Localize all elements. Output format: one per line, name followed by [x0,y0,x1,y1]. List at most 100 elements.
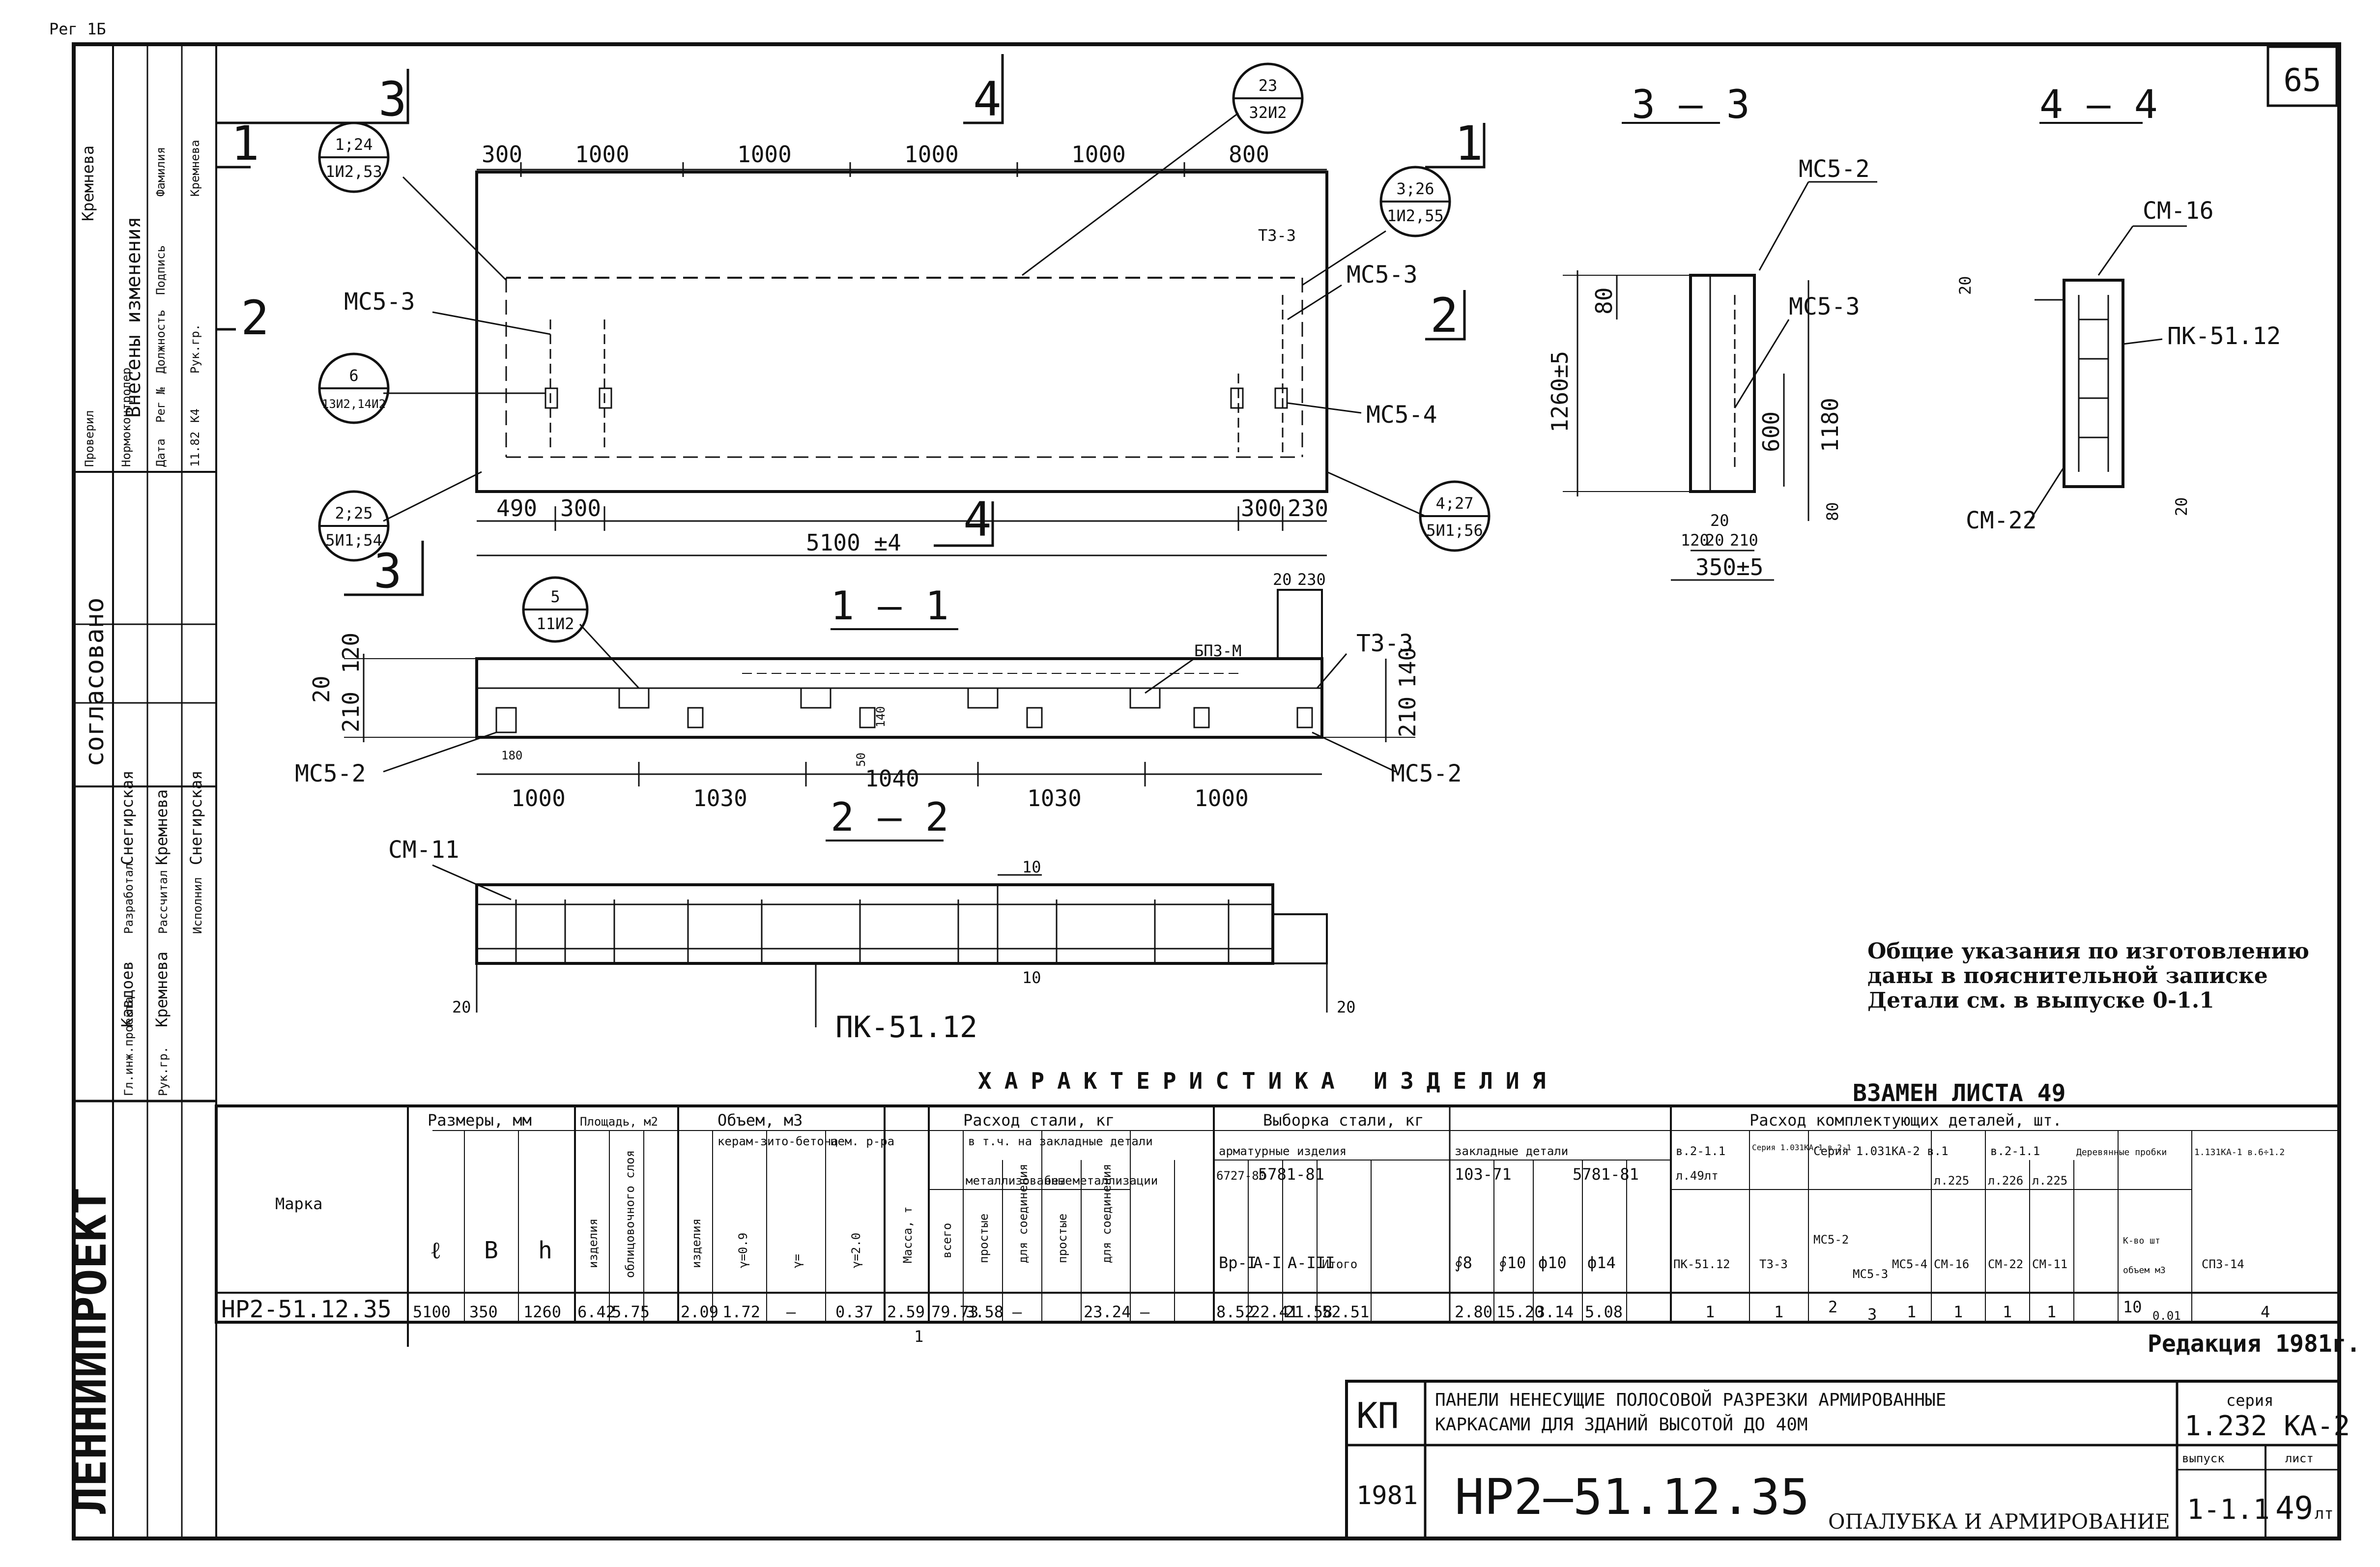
th-parts-sp: СП3-14 [2202,1257,2244,1271]
table-header-text: Марка Размеры, мм Площадь, м2 Объем, м3 … [275,1111,2285,1281]
td-ms52: 2 [1828,1298,1837,1316]
td-steel-conn2: — [1140,1303,1150,1321]
table-title: ХАРАКТЕРИСТИКА ИЗДЕЛИЯ [978,1068,1558,1094]
th-parts-ms54: МС5-4 [1892,1257,1927,1271]
s11-label-ms52-right: МС5-2 [1391,760,1462,787]
td-mass: 2.59 [887,1303,925,1321]
th-steel-conn2: для соединения [1100,1164,1114,1263]
th-dims: Размеры, мм [428,1111,532,1130]
th-parts-plugs: Деревянные пробки [2076,1147,2167,1158]
th-emb-std1: 103-71 [1455,1165,1512,1184]
td-l: 5100 [413,1303,451,1321]
callout-3-bottom: 1И2,55 [1387,206,1444,225]
section-4-4 [2029,122,2187,522]
td-area-face: 5.75 [612,1303,650,1321]
general-notes: Общие указания по изготовлению даны в по… [1867,939,2309,1013]
th-parts-sm22: СМ-22 [1988,1257,2023,1271]
s44-dim-20b: 20 [2172,497,2191,516]
plan-dim-top-4: 1000 [1071,141,1126,168]
td-steel-simple: 3.58 [966,1303,1004,1321]
s44-label-sm22: СМ-22 [1966,507,2037,534]
changes-row-2: Рук.гр. [188,324,202,374]
s11-label-tz3: ТЗ-3 [1356,630,1413,657]
th-vol-cem: цем. р-ра [831,1134,894,1148]
side-role-4: Исполнил [191,877,204,934]
section-1-1 [344,576,1415,786]
plan-dim-top-1: 1000 [575,141,630,168]
changes-col-0: Дата [154,438,168,467]
plan-dim-bot-0: 490 [496,495,537,522]
th-parts: Расход комплектующих деталей, шт. [1749,1111,2062,1130]
plan-mark-4b: 4 [963,492,992,547]
s22-label-sm11: СМ-11 [388,836,459,864]
section-2-2-title: 2 — 2 [831,794,949,840]
section-4-4-labels: 4 — 4 СМ-16 ПК-51.12 СМ-22 20 20 [1956,82,2281,534]
s11-mid-180: 180 [501,749,522,762]
td-row2-mark: 1 [914,1327,923,1346]
s33-label-ms53: МС5-3 [1789,293,1860,320]
td-d8: 2.80 [1455,1303,1492,1321]
tb-issue-label: выпуск [2182,1451,2225,1465]
plan-dim-bot-1: 300 [560,495,601,522]
td-itogo: 52.51 [1322,1303,1369,1321]
th-emb-f14: ф14 [1587,1253,1616,1272]
th-parts-v2: в.2-1.1 [1990,1144,2040,1158]
plan-label-ms53-right: МС5-3 [1347,261,1418,289]
th-b: В [484,1237,498,1264]
s11-top-20: 20 [1273,570,1292,589]
side-name-2: Снегирская [118,770,137,865]
tb-sheet-label: лист [2285,1451,2314,1465]
th-vol-g: γ= [790,1254,804,1268]
s11-callout-top: 5 [550,587,560,606]
plan-dim-bot-2: 300 [1241,495,1282,522]
tb-issue: 1-1.1 [2187,1494,2270,1526]
section-1-1-title: 1 — 1 [831,583,949,629]
th-steel-simple2: простые [1056,1214,1069,1263]
th-arm-a3: А-III [1288,1253,1335,1272]
th-arm-std2: 5781-81 [1258,1165,1324,1184]
th-parts-l226: л.226 [1988,1174,2023,1188]
td-a3: 21.58 [1285,1303,1332,1321]
td-ms54: 1 [1907,1303,1916,1321]
side-stamp: ЛЕННИИПРОЕКТ согласовано Внесены изменен… [64,44,216,1538]
th-h: h [538,1237,552,1264]
plan-dim-top-2: 1000 [737,141,792,168]
org-name: ЛЕННИИПРОЕКТ [64,1187,116,1514]
section-3-3-title: 3 — 3 [1632,82,1750,127]
note-line-2: Детали см. в выпуске 0-1.1 [1867,988,2214,1013]
title-block [1345,1380,2341,1540]
side-role-3: Рассчитал [156,870,170,934]
s33-dim-20b: 20 [1705,531,1724,550]
s33-dim-80b: 80 [1823,502,1842,521]
th-parts-0: в.2-1.1 [1676,1144,1725,1158]
td-vol-dash: — [786,1303,796,1321]
td-f10: 3.14 [1536,1303,1574,1321]
td-vol-item: 2.09 [681,1303,718,1321]
s11-dim-4: 1000 [1194,785,1249,812]
th-parts-l225: л.225 [1934,1174,1969,1188]
tb-series: 1.232 КА-2 [2184,1410,2350,1442]
edition-note: Редакция 1981г. [2148,1330,2360,1358]
plan-view [216,54,1491,596]
title-block-text: КП 1981 ПАНЕЛИ НЕНЕСУЩИЕ ПОЛОСОВОЙ РАЗРЕ… [1356,1390,2350,1534]
section-4-4-title: 4 — 4 [2039,82,2158,127]
td-sp: 4 [2261,1303,2270,1321]
changes-row-0: 11.82 [188,432,202,467]
th-steel-total: всего [940,1223,954,1258]
th-mass: Масса, т [901,1206,915,1263]
tb-subtitle: ОПАЛУБКА И АРМИРОВАНИЕ [1828,1509,2170,1534]
s11-right-210: 210 [1394,696,1421,737]
plan-mark-2l: 2 [241,290,269,346]
s22-label-pk: ПК-51.12 [835,1010,977,1045]
th-parts-1: л.49лт [1676,1169,1719,1183]
s22-dim-20b: 20 [1337,998,1356,1016]
tb-year: 1981 [1356,1481,1418,1510]
callout-6-bottom: 5И1;56 [1426,521,1483,540]
s22-dim-10a: 10 [1022,858,1041,876]
td-sm16: 1 [1953,1303,1963,1321]
th-steel-met: металлизованные [966,1174,1072,1188]
side-name-3: Кремнева [152,789,171,865]
th-parts-ms53: МС5-3 [1853,1267,1888,1281]
corner-note: Рег 1Б [49,20,106,38]
th-emb-std2: 5781-81 [1573,1165,1639,1184]
